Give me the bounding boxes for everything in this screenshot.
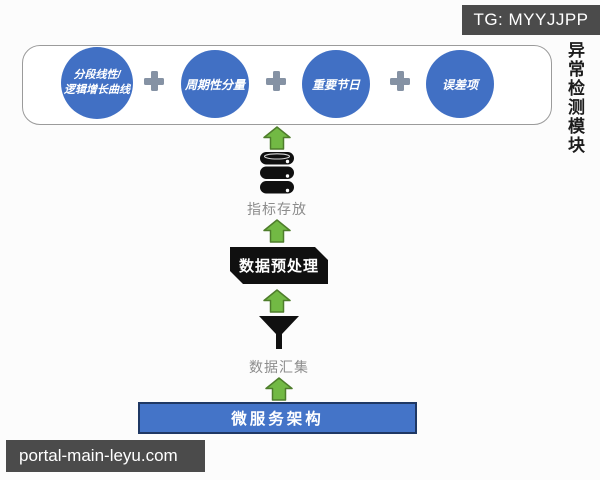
component-label: 周期性分量 — [184, 77, 245, 92]
preprocess-box: 数据预处理 — [230, 247, 328, 284]
arrow-up-icon — [263, 126, 291, 150]
base-architecture-label: 微服务架构 — [231, 411, 324, 428]
component-label: 重要节日 — [311, 77, 360, 92]
module-title: 异常检测模块 — [565, 41, 584, 155]
component-label-line1: 分段线性/ — [73, 69, 121, 82]
plus-icon — [144, 71, 164, 91]
plus-icon — [390, 71, 410, 91]
component-circle-error: 误差项 — [426, 50, 494, 118]
component-label: 误差项 — [441, 77, 478, 92]
arrow-up-icon — [263, 289, 291, 313]
arrow-up-icon — [265, 377, 293, 401]
plus-icon — [266, 71, 286, 91]
component-circle-holidays: 重要节日 — [302, 50, 370, 118]
funnel-icon — [259, 316, 299, 349]
preprocess-label: 数据预处理 — [238, 258, 319, 275]
component-circle-seasonality: 周期性分量 — [181, 50, 249, 118]
watermark-bottom: portal-main-leyu.com — [6, 440, 205, 472]
watermark-top: TG: MYYJJPP — [462, 5, 600, 35]
component-label-line2: 逻辑增长曲线 — [64, 84, 130, 96]
base-architecture-bar: 微服务架构 — [138, 402, 417, 434]
component-circle-growth: 分段线性/ 逻辑增长曲线 — [61, 47, 133, 119]
arrow-up-icon — [263, 219, 291, 243]
database-icon — [260, 152, 294, 194]
collect-label: 数据汇集 — [249, 359, 309, 375]
storage-label: 指标存放 — [247, 201, 307, 217]
